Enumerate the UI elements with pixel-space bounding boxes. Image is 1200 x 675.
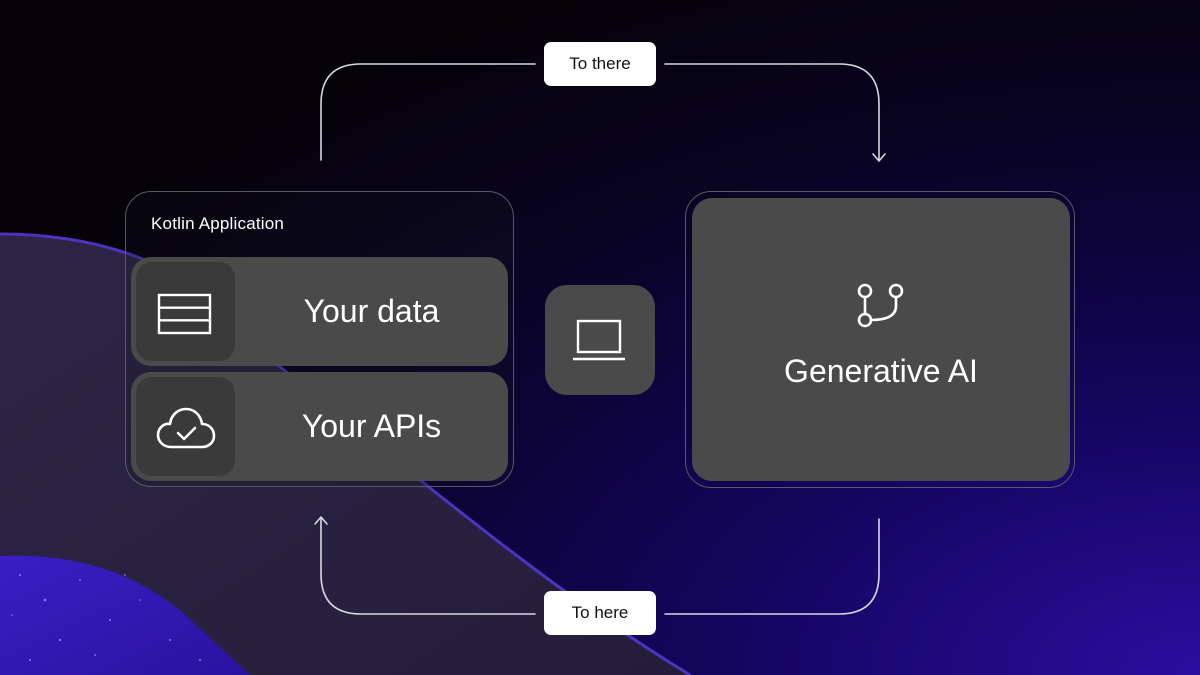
data-icon-box [136,262,235,361]
branch-icon [857,283,904,328]
top-connector-right [664,63,880,161]
corner-shape [0,555,250,675]
top-arrowhead [872,153,886,162]
device-box [545,285,655,395]
generative-ai-panel [685,191,1075,488]
apis-icon-box [136,377,235,476]
cloud-check-icon [156,407,216,449]
top-connector-left [320,63,536,161]
apis-row: Your APIs [131,372,508,481]
corner-speckles [11,574,201,661]
generative-ai-card: Generative AI [692,198,1070,481]
table-icon [157,293,212,335]
bottom-connector-right [664,518,880,615]
data-row-label: Your data [303,293,440,329]
apis-row-label: Your APIs [301,408,442,444]
to-there-label: To there [544,42,656,86]
bottom-arrowhead [314,516,328,525]
laptop-icon [573,319,625,361]
to-here-label: To here [544,591,656,635]
generative-ai-label: Generative AI [784,353,978,389]
data-row: Your data [131,257,508,366]
panel-title: Kotlin Application [151,214,285,233]
bottom-connector-left [320,517,536,615]
